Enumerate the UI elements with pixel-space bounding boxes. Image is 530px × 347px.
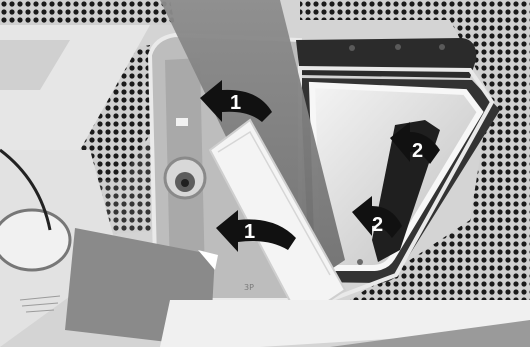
callout-label-2a: 2 [412, 140, 423, 162]
knob-center [181, 179, 189, 187]
frame-dot [439, 44, 445, 50]
frame-dot [349, 45, 355, 51]
callout-label-1a: 1 [230, 92, 241, 114]
mirror-shape [0, 210, 70, 270]
corner-text: 3P [244, 283, 254, 292]
halftone-top-left [0, 0, 175, 25]
frame-top [296, 38, 476, 78]
small-tab [176, 118, 188, 126]
callout-label-2b: 2 [372, 214, 383, 236]
callout-label-1b: 1 [244, 221, 255, 243]
frame-dot [395, 44, 401, 50]
frame-dot [357, 259, 363, 265]
